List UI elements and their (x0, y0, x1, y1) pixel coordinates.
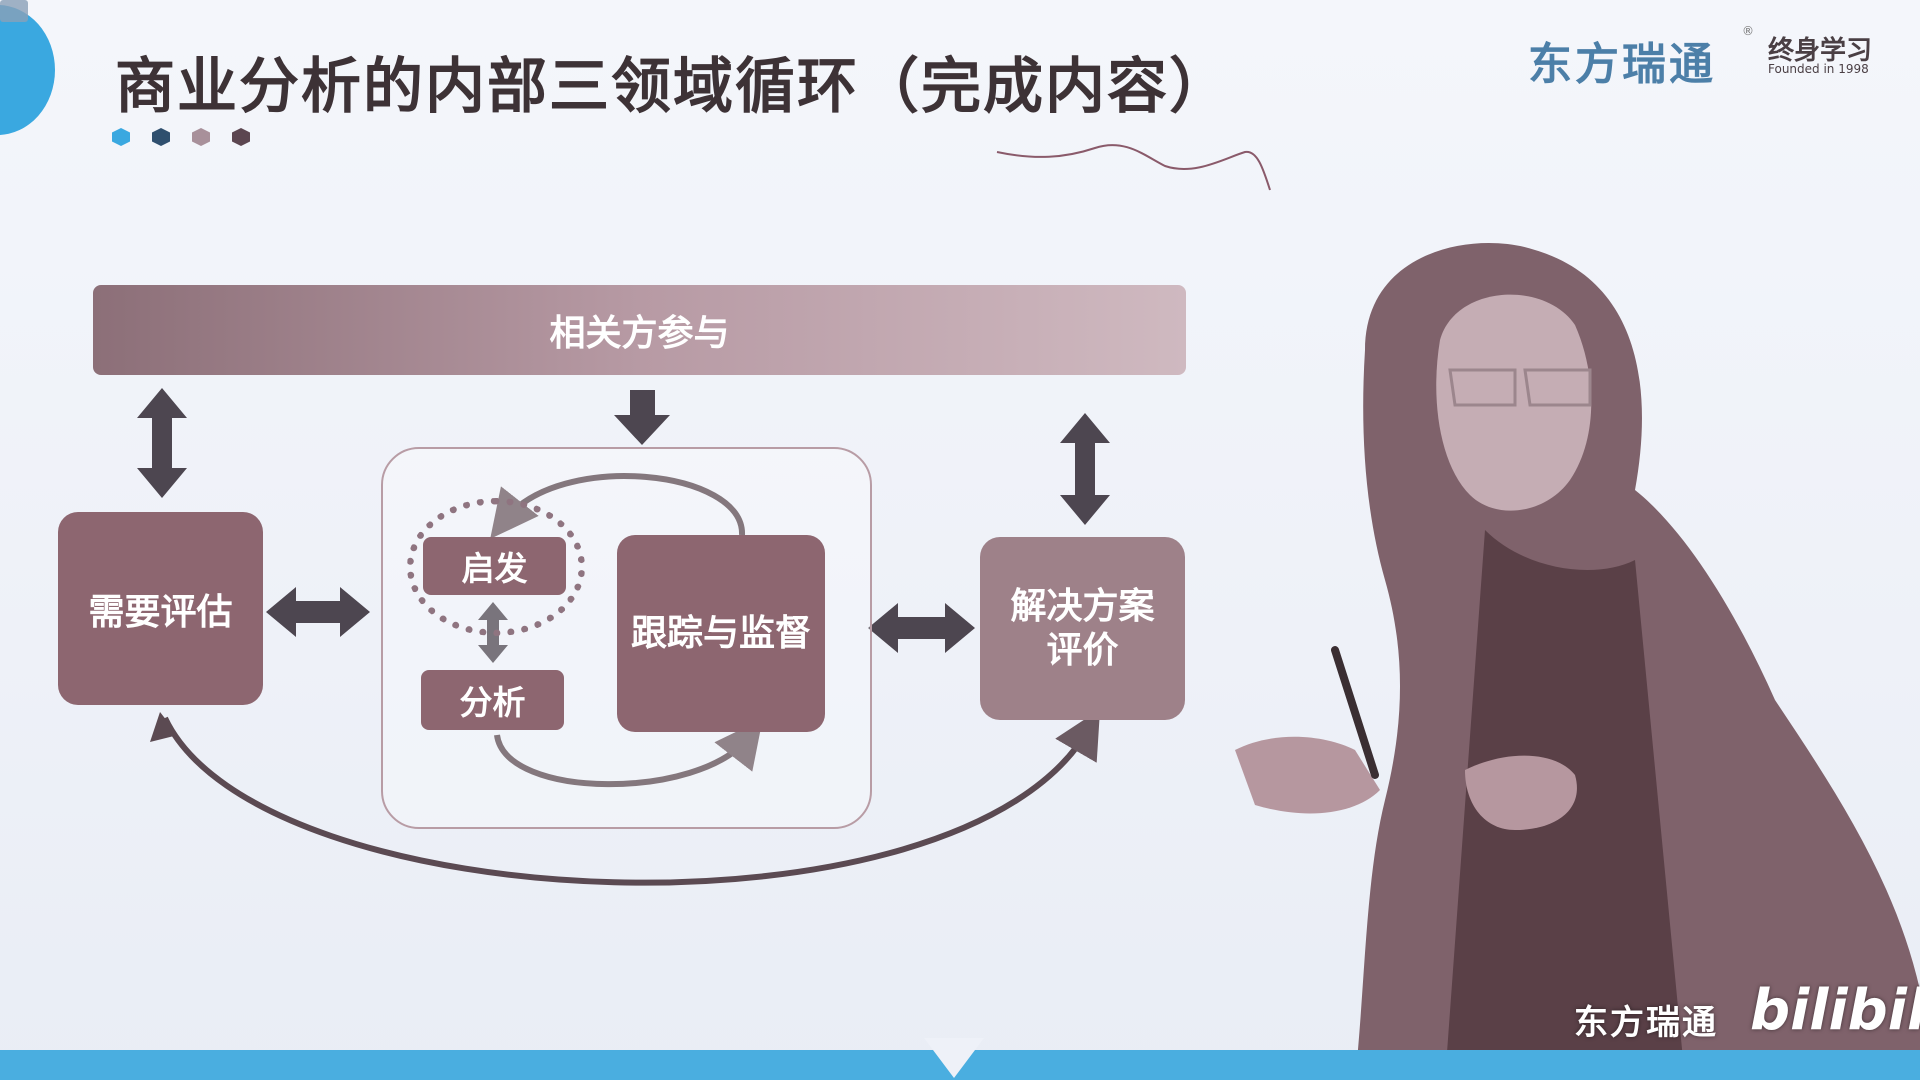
down-arrow-icon (614, 390, 670, 445)
pen-annotation (996, 144, 1271, 191)
needs-assessment-box: 需要评估 (58, 512, 263, 705)
dotted-highlight-ring (407, 498, 585, 636)
double-arrow-icon (137, 388, 187, 498)
slide-title: 商业分析的内部三领域循环（完成内容） (115, 52, 1231, 122)
double-arrow-icon (1060, 413, 1110, 525)
solution-evaluation-box: 解决方案 评价 (980, 537, 1185, 720)
hexagon-dot-icon (112, 128, 130, 146)
window-menu-icon[interactable] (0, 0, 28, 22)
double-arrow-icon (266, 587, 370, 637)
watermark-channel: 东方瑞通 (1574, 1003, 1718, 1043)
bilibili-watermark-logo: bilibili (1750, 978, 1920, 1043)
registered-mark: ® (1742, 24, 1754, 38)
solution-evaluation-line2: 评价 (1046, 629, 1119, 671)
brand-tagline: Founded in 1998 (1768, 62, 1869, 76)
brand-secondary-logo: 终身学习 (1768, 36, 1873, 66)
hexagon-dot-icon (152, 128, 170, 146)
tracking-monitoring-box: 跟踪与监督 (617, 535, 825, 732)
solution-evaluation-line1: 解决方案 (1010, 585, 1155, 627)
bottom-notch (924, 1038, 984, 1078)
title-dots (112, 128, 250, 146)
hexagon-dot-icon (232, 128, 250, 146)
presenter-figure (1235, 243, 1920, 1080)
hexagon-dot-icon (192, 128, 210, 146)
brand-logo: 东方瑞通 (1528, 39, 1716, 90)
elicitation-box: 启发 (423, 537, 566, 595)
analysis-box: 分析 (421, 670, 564, 730)
double-arrow-icon (868, 603, 975, 653)
stakeholder-engagement-box: 相关方参与 (93, 285, 1186, 375)
